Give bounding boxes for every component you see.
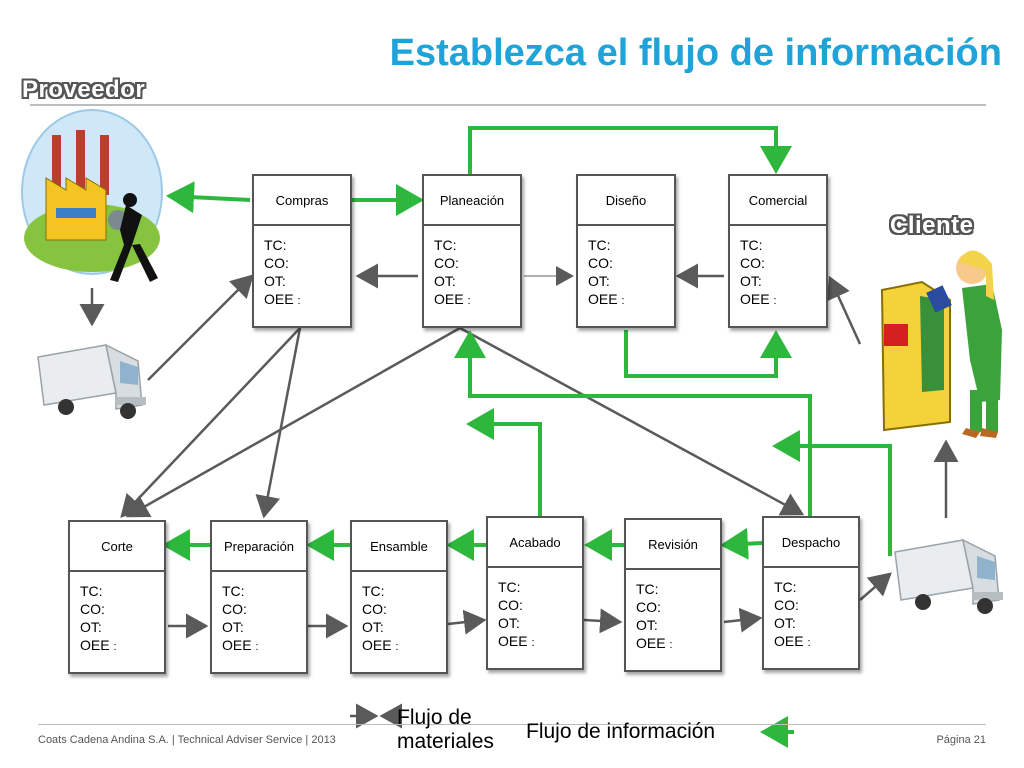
supplier-label: Proveedor (22, 76, 146, 103)
footer-rule (38, 724, 986, 725)
process-metrics: TC: CO: OT: OEE : (740, 237, 777, 307)
process-name: Acabado (488, 518, 582, 568)
process-name: Revisión (626, 520, 720, 570)
process-box-preparacion: Preparación TC: CO: OT: OEE : (210, 520, 308, 674)
process-box-revision: Revisión TC: CO: OT: OEE : (624, 518, 722, 672)
process-metrics: TC: CO: OT: OEE : (636, 581, 673, 651)
customer-kiosk-icon (880, 250, 1002, 438)
process-metrics: TC: CO: OT: OEE : (222, 583, 259, 653)
legend-information-flow: Flujo de información (526, 720, 716, 743)
process-box-corte: Corte TC: CO: OT: OEE : (68, 520, 166, 674)
process-name: Compras (254, 176, 350, 226)
process-box-planeacion: Planeación TC: CO: OT: OEE : (422, 174, 522, 328)
process-metrics: TC: CO: OT: OEE : (362, 583, 399, 653)
process-box-comercial: Comercial TC: CO: OT: OEE : (728, 174, 828, 328)
legend-material-flow: Flujo de materiales (397, 706, 494, 753)
process-box-diseno: Diseño TC: CO: OT: OEE : (576, 174, 676, 328)
truck-icon (37, 343, 146, 419)
process-name: Planeación (424, 176, 520, 226)
process-metrics: TC: CO: OT: OEE : (588, 237, 625, 307)
process-box-acabado: Acabado TC: CO: OT: OEE : (486, 516, 584, 670)
page-title: Establezca el flujo de información (389, 32, 1002, 74)
process-name: Comercial (730, 176, 826, 226)
process-metrics: TC: CO: OT: OEE : (264, 237, 301, 307)
process-name: Corte (70, 522, 164, 572)
process-metrics: TC: CO: OT: OEE : (498, 579, 535, 649)
process-metrics: TC: CO: OT: OEE : (80, 583, 117, 653)
truck-icon (894, 538, 1003, 614)
process-name: Despacho (764, 518, 858, 568)
title-rule (30, 104, 986, 106)
process-metrics: TC: CO: OT: OEE : (774, 579, 811, 649)
process-name: Ensamble (352, 522, 446, 572)
process-box-ensamble: Ensamble TC: CO: OT: OEE : (350, 520, 448, 674)
process-name: Preparación (212, 522, 306, 572)
page-number: Página 21 (936, 734, 986, 746)
factory-icon (21, 109, 163, 282)
process-box-compras: Compras TC: CO: OT: OEE : (252, 174, 352, 328)
customer-label: Cliente (890, 212, 974, 239)
process-name: Diseño (578, 176, 674, 226)
process-metrics: TC: CO: OT: OEE : (434, 237, 471, 307)
footer-company: Coats Cadena Andina S.A. | Technical Adv… (38, 734, 336, 746)
process-box-despacho: Despacho TC: CO: OT: OEE : (762, 516, 860, 670)
